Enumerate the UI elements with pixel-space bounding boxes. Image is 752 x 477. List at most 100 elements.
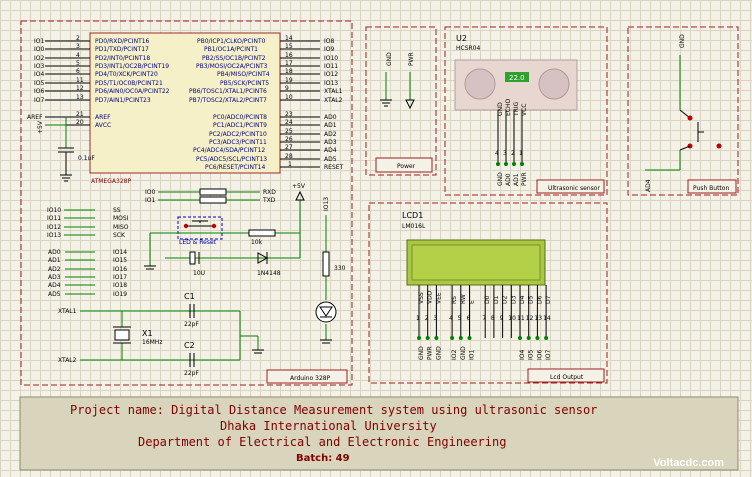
pin-name: PB3/MOSI/OC2A/PCINT3 — [196, 63, 268, 70]
net-label: RESET — [324, 164, 344, 171]
pin-number: 24 — [285, 119, 293, 126]
analog-header: AD0 AD1 AD2 AD3 AD4 AD5 IO14 IO15 IO16 I… — [48, 249, 127, 298]
pin-number: 16 — [285, 52, 293, 59]
net-label: IO11 — [47, 215, 61, 222]
title-line1: Project name: Digital Distance Measureme… — [70, 403, 597, 417]
net-label: IO5 — [34, 80, 44, 87]
net-label: IO6 — [34, 88, 44, 95]
lcd-net-dot — [544, 336, 549, 340]
res-330-label: 330 — [334, 265, 346, 272]
gnd-label: GND — [679, 34, 686, 48]
lcd-net-label: GND — [435, 346, 442, 360]
vcc-label: +5V — [292, 183, 306, 190]
lcd-pin-number: 6 — [467, 315, 471, 322]
net-label: XTAL1 — [324, 88, 343, 95]
pin-name: PC5/ADC5/SCL/PCINT13 — [196, 156, 267, 163]
lcd-frame — [368, 202, 608, 384]
lcd-pin-name: D1 — [493, 295, 500, 304]
net-label: SCK — [113, 232, 126, 239]
net-label: XTAL1 — [58, 308, 77, 315]
net-label: IO14 — [113, 249, 127, 256]
pin-number: 18 — [285, 68, 293, 75]
pin-name: AREF — [95, 114, 111, 121]
pin-name: PD2/INT0/PCINT18 — [95, 55, 150, 62]
net-label: IO18 — [113, 282, 127, 289]
lcd-pin-number: 9 — [500, 315, 504, 322]
sensor-pin: ECHO — [505, 99, 512, 116]
lcd-pin-number: 3 — [433, 315, 437, 322]
sensor-pin-num: 2 — [511, 150, 515, 157]
net-label: IO10 — [324, 55, 338, 62]
pin-name: PD0/RXD/PCINT16 — [95, 38, 150, 45]
lcd-pin-name: D6 — [536, 295, 543, 304]
lcd-net-label: IO4 — [519, 350, 526, 360]
lcd-pin-name: D2 — [502, 295, 509, 304]
lcd-net-dot — [434, 336, 439, 340]
net-label: PWR — [521, 172, 528, 186]
pin-name: AVCC — [95, 122, 111, 129]
ultrasonic-sensor: U2 HCSR04 22.0 GND ECHO TRIG VCC 4 3 2 1… — [454, 34, 605, 194]
pin-name: PB4/MISO/PCINT4 — [217, 71, 270, 78]
net-label: IO19 — [113, 291, 127, 298]
lcd-net-dot — [467, 336, 472, 340]
net-label: AD0 — [324, 114, 337, 121]
push-button-frame — [627, 26, 739, 196]
pin-number: 27 — [285, 144, 293, 151]
pin-number: 20 — [76, 119, 84, 126]
lcd-model: LM016L — [402, 223, 426, 230]
pin-name: PC6/RESET/PCINT14 — [205, 164, 265, 171]
crystal-ref: X1 — [142, 329, 153, 338]
pin-name: PD3/INT1/OC2B/PCINT19 — [95, 63, 169, 70]
net-label: IO16 — [113, 266, 127, 273]
net-label: AD1 — [48, 257, 61, 264]
net-label: IO13 — [47, 232, 61, 239]
sensor-display: 22.0 — [509, 74, 525, 82]
lcd-pin-name: VDD — [427, 290, 434, 304]
net-label: AD3 — [48, 274, 61, 281]
net-label: AD3 — [324, 139, 337, 146]
lcd-net-label: PWR — [427, 346, 434, 360]
lcd-net-label: GND — [418, 346, 425, 360]
led-circuit: IO13 330 — [315, 197, 346, 344]
diode-label: 1N4148 — [257, 270, 281, 277]
lcd-pin-number: 4 — [449, 315, 453, 322]
pin-name: PC4/ADC4/SDA/PCINT12 — [193, 147, 265, 154]
cap-c2-ref: C2 — [184, 341, 195, 350]
lcd-net-label: GND — [460, 346, 467, 360]
net-label: AD2 — [48, 266, 61, 273]
net-label: IO3 — [34, 63, 44, 70]
pin-number: 28 — [285, 153, 293, 160]
sensor-pin: VCC — [521, 104, 528, 116]
net-label: XTAL2 — [324, 97, 343, 104]
title-block — [19, 396, 739, 471]
lcd-net-label: IO5 — [528, 350, 535, 360]
lcd-pin-number: 10 — [508, 315, 516, 322]
pin-name: PD1/TXD/PCINT17 — [95, 46, 149, 53]
pin-name: PD4/T0/XCK/PCINT20 — [95, 71, 158, 78]
vcc-label: +5V — [37, 120, 44, 134]
cap-10u-label: 10U — [193, 270, 205, 277]
lcd-pin-number: 11 — [517, 315, 525, 322]
serial-resistors: IO0 IO1 RXD TXD — [145, 188, 276, 204]
net-label: IO8 — [324, 38, 334, 45]
pin-number: 1 — [288, 161, 292, 168]
sensor-pin-num: 4 — [495, 150, 499, 157]
lcd-pin-number: 14 — [543, 315, 551, 322]
net-label: IO9 — [324, 46, 334, 53]
lcd-pin-name: D0 — [484, 295, 491, 304]
crystal-value: 16MHz — [142, 339, 162, 346]
net-label: AD5 — [324, 156, 337, 163]
pin-number: 9 — [285, 85, 289, 92]
lcd-pin-number: 12 — [526, 315, 534, 322]
lcd-net-dot — [425, 336, 430, 340]
chip-name: ATMEGA328P — [91, 178, 131, 185]
atmega328p-chip: ATMEGA328P — [89, 32, 281, 185]
lcd-net-dot — [417, 336, 421, 340]
lcd-pin-number: 8 — [491, 315, 495, 322]
lcd-pin-number: 2 — [425, 315, 429, 322]
lcd-pin-name: E — [469, 300, 476, 304]
mcu-left-pins: IO1 IO0 IO2 IO3 IO4 IO5 IO6 IO7 2 3 4 5 … — [27, 35, 170, 182]
res-10k-label: 10k — [251, 239, 263, 246]
